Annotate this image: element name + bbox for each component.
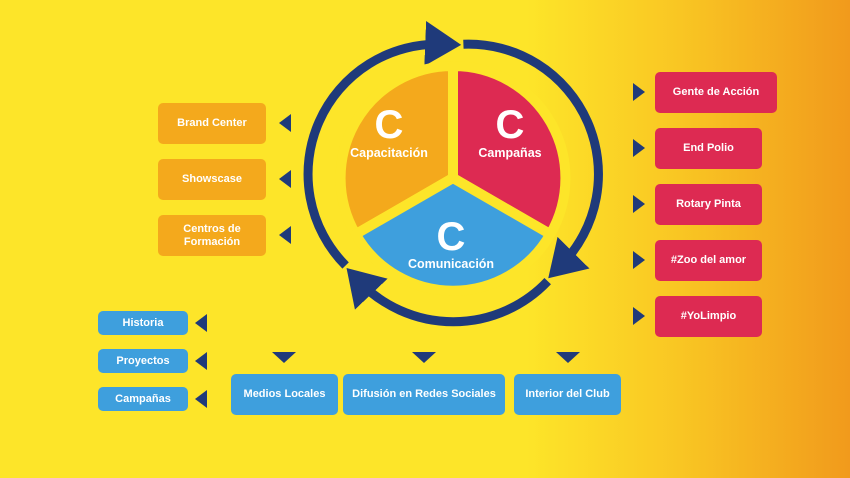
capacitacion-letter: C: [375, 103, 404, 147]
arrow-down-icon: [556, 352, 580, 363]
arrow-left-icon: [195, 390, 207, 408]
arrow-right-icon: [633, 83, 645, 101]
campanas-item-rotary-pinta[interactable]: Rotary Pinta: [655, 184, 762, 225]
arrow-left-icon: [279, 114, 291, 132]
comunicacion-item-historia[interactable]: Historia: [98, 311, 188, 335]
cycle-arrow-right: [463, 39, 603, 279]
sector-comunicacion: [350, 173, 556, 296]
arrow-down-icon: [412, 352, 436, 363]
arrow-right-icon: [633, 195, 645, 213]
comunicacion-item-proyectos[interactable]: Proyectos: [98, 349, 188, 373]
comunicacion-letter: C: [437, 215, 466, 259]
capacitacion-item-brand-center[interactable]: Brand Center: [158, 103, 266, 144]
arrow-down-icon: [272, 352, 296, 363]
campanas-item-end-polio[interactable]: End Polio: [655, 128, 762, 169]
comunicacion-label: Comunicación: [408, 257, 494, 271]
arrow-left-icon: [279, 170, 291, 188]
campanas-label: Campañas: [478, 146, 541, 160]
arrow-right-icon: [633, 251, 645, 269]
campanas-item-zoo-del-amor[interactable]: #Zoo del amor: [655, 240, 762, 281]
campanas-item-gente-de-accion[interactable]: Gente de Acción: [655, 72, 777, 113]
arrow-left-icon: [279, 226, 291, 244]
channel-interior-del-club[interactable]: Interior del Club: [514, 374, 621, 415]
capacitacion-item-centros-de-formacion[interactable]: Centros de Formación: [158, 215, 266, 256]
channel-medios-locales[interactable]: Medios Locales: [231, 374, 338, 415]
campanas-item-yolimpio[interactable]: #YoLimpio: [655, 296, 762, 337]
cycle-arrow-bottom: [346, 268, 551, 327]
arrow-left-icon: [195, 352, 207, 370]
arrow-right-icon: [633, 307, 645, 325]
cycle-arrow-top: [303, 21, 462, 269]
capacitacion-item-showscase[interactable]: Showscase: [158, 159, 266, 200]
arrow-right-icon: [633, 139, 645, 157]
capacitacion-label: Capacitación: [350, 146, 428, 160]
arrow-left-icon: [195, 314, 207, 332]
comunicacion-item-campanas[interactable]: Campañas: [98, 387, 188, 411]
campanas-letter: C: [496, 103, 525, 147]
channel-difusion-redes-sociales[interactable]: Difusión en Redes Sociales: [343, 374, 505, 415]
